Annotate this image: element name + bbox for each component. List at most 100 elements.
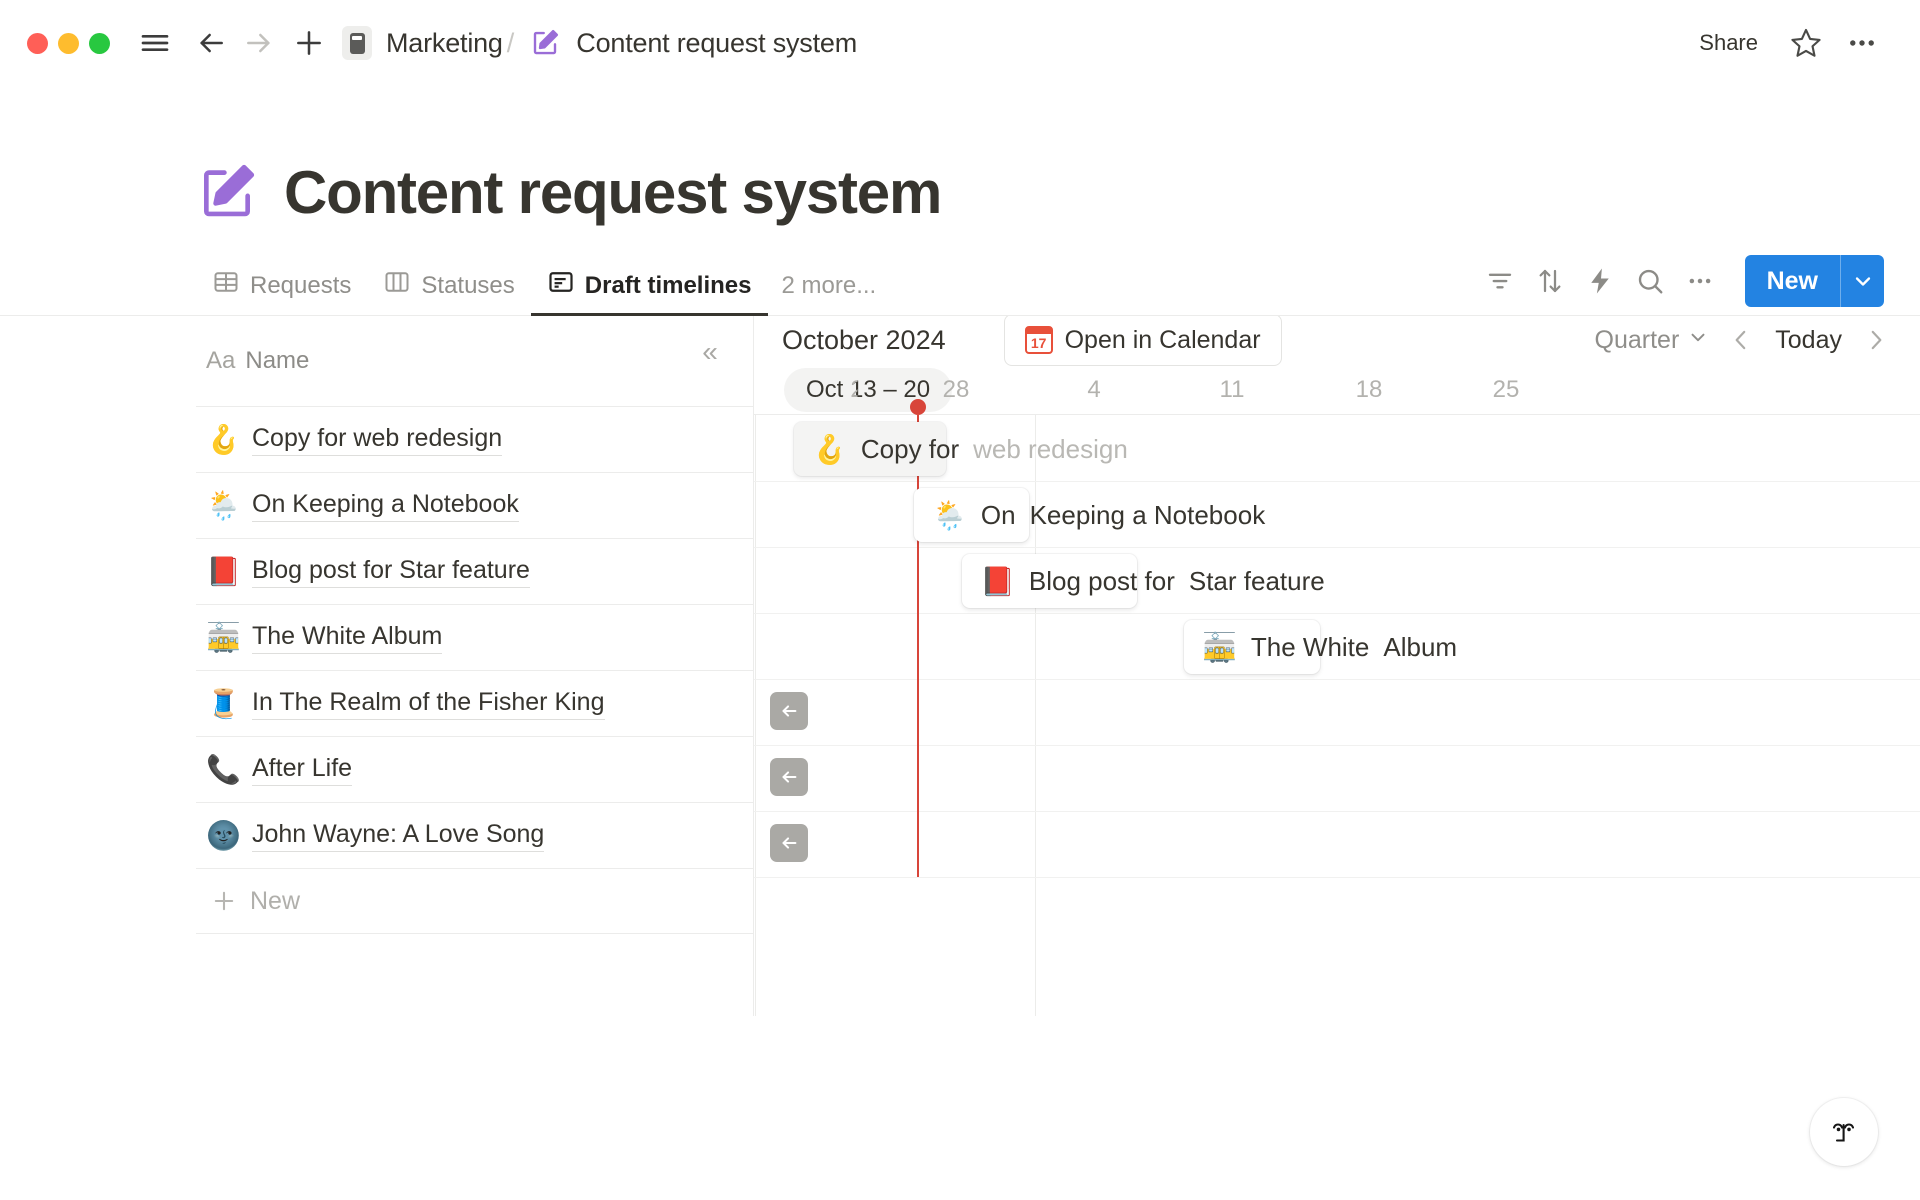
row-divider: [754, 679, 1920, 680]
today-marker-line: [917, 415, 919, 877]
list-item[interactable]: 🌦️ On Keeping a Notebook: [196, 472, 753, 538]
timeline-chart-panel: October 2024 17 Open in Calendar Quarter: [754, 316, 1920, 1016]
tab-requests-label: Requests: [250, 271, 352, 299]
collapse-name-panel-icon[interactable]: «: [702, 336, 718, 367]
timeline-bar[interactable]: 🌦️ On Keeping a Notebook: [914, 488, 1265, 542]
timeline-view: « Aa Name 🪝 Copy for web redesign 🌦️ On …: [0, 316, 1920, 1016]
timeline-zoom-select[interactable]: Quarter: [1585, 320, 1720, 361]
favorite-star-icon[interactable]: [1784, 23, 1828, 63]
minimize-window-button[interactable]: [58, 32, 79, 54]
automation-icon[interactable]: [1577, 258, 1623, 304]
share-button[interactable]: Share: [1699, 30, 1758, 55]
list-item-name[interactable]: In The Realm of the Fisher King: [252, 687, 605, 720]
closed-book-emoji: 📕: [980, 564, 1015, 598]
timeline-zoom-label: Quarter: [1594, 325, 1680, 354]
timeline-bar[interactable]: 📕 Blog post for Star feature: [962, 554, 1325, 608]
chevron-down-icon[interactable]: [1840, 255, 1884, 307]
tab-draft-timelines-label: Draft timelines: [584, 271, 752, 299]
tram-car-emoji: 🚋: [206, 621, 241, 654]
timeline-month-label: October 2024: [782, 324, 946, 355]
current-date-range-pill: Oct 13 – 20: [784, 368, 953, 412]
row-divider: [754, 613, 1920, 614]
list-item[interactable]: 🌚 John Wayne: A Love Song: [196, 802, 753, 868]
timeline-name-panel: Aa Name 🪝 Copy for web redesign 🌦️ On Ke…: [196, 316, 754, 1016]
timeline-nav-controls: Quarter Today: [1585, 320, 1920, 361]
today-button[interactable]: Today: [1775, 325, 1842, 354]
scroll-to-item-button[interactable]: [770, 758, 808, 796]
table-icon: [212, 268, 240, 303]
sidebar-toggle-icon[interactable]: [138, 26, 172, 60]
list-item-name[interactable]: Blog post for Star feature: [252, 555, 530, 588]
today-marker-dot: [910, 399, 926, 415]
view-toolbar: New: [1477, 255, 1884, 315]
tab-draft-timelines[interactable]: Draft timelines: [530, 258, 768, 316]
timeline-bar-label: Blog post for: [1028, 565, 1175, 596]
maximize-window-button[interactable]: [89, 32, 110, 54]
grid-line: [755, 415, 756, 1016]
next-period-icon[interactable]: [1856, 320, 1896, 360]
telephone-receiver-emoji: 📞: [206, 753, 241, 786]
breadcrumb-page[interactable]: Content request system: [576, 27, 858, 58]
hook-emoji: 🪝: [206, 423, 241, 456]
tabs-more-button[interactable]: 2 more...: [781, 272, 877, 299]
list-item-name[interactable]: The White Album: [252, 621, 443, 654]
page-emoji-icon[interactable]: [196, 161, 258, 223]
arrow-left-icon: [782, 705, 797, 717]
new-record-button[interactable]: New: [1766, 266, 1818, 295]
row-divider: [754, 481, 1920, 482]
sun-behind-rain-cloud-emoji: 🌦️: [932, 498, 967, 532]
view-more-options-icon[interactable]: [1677, 258, 1723, 304]
list-item-name[interactable]: Copy for web redesign: [252, 423, 503, 456]
sort-icon[interactable]: [1527, 258, 1573, 304]
notion-ai-button[interactable]: [1810, 1098, 1878, 1166]
list-item-name[interactable]: On Keeping a Notebook: [252, 489, 519, 522]
sun-behind-rain-cloud-emoji: 🌦️: [206, 489, 241, 522]
page-more-options-icon[interactable]: [1840, 23, 1884, 63]
timeline-bar-label: The White: [1250, 631, 1370, 662]
chevron-down-icon: [1687, 326, 1709, 355]
text-property-icon: Aa: [206, 347, 236, 374]
list-item[interactable]: 🧵 In The Realm of the Fisher King: [196, 670, 753, 736]
new-row-button[interactable]: New: [196, 868, 753, 934]
list-item[interactable]: 🪝 Copy for web redesign: [196, 406, 753, 472]
breadcrumb-workspace[interactable]: Marketing: [386, 27, 503, 58]
navigate-forward-icon[interactable]: [242, 26, 276, 60]
timeline-bar[interactable]: 🚋 The White Album: [1184, 620, 1457, 674]
date-tick: 21: [850, 376, 858, 403]
navigate-back-icon[interactable]: [194, 26, 228, 60]
timeline-bar-label-overflow: Album: [1383, 631, 1458, 662]
row-divider: [754, 547, 1920, 548]
list-item[interactable]: 📕 Blog post for Star feature: [196, 538, 753, 604]
name-column-header: Aa Name: [196, 316, 753, 406]
page-header: Content request system: [0, 140, 1920, 244]
scroll-to-item-button[interactable]: [770, 692, 808, 730]
open-in-calendar-button[interactable]: 17 Open in Calendar: [1003, 316, 1282, 366]
scroll-to-item-button[interactable]: [770, 824, 808, 862]
timeline-bar-label: Copy for: [860, 433, 960, 464]
workspace-icon[interactable]: [342, 26, 372, 60]
breadcrumb-page-icon: [528, 26, 562, 60]
new-record-button-group[interactable]: New: [1744, 255, 1884, 307]
previous-period-icon[interactable]: [1721, 320, 1761, 360]
notion-ai-face-icon: [1832, 1123, 1855, 1142]
list-item[interactable]: 🚋 The White Album: [196, 604, 753, 670]
list-item-name[interactable]: After Life: [252, 753, 353, 786]
board-icon: [383, 268, 411, 303]
titlebar-actions: Share: [1685, 22, 1920, 64]
timeline-bar-label-overflow: web redesign: [973, 433, 1128, 464]
page-title[interactable]: Content request system: [284, 158, 942, 226]
page-content: Content request system Requests Statuses: [0, 86, 1920, 1200]
thread-emoji: 🧵: [206, 687, 241, 720]
closed-book-emoji: 📕: [206, 555, 241, 588]
search-icon[interactable]: [1627, 258, 1673, 304]
tab-requests[interactable]: Requests: [196, 258, 367, 316]
timeline-bar[interactable]: 🪝 Copy for web redesign: [794, 422, 1128, 476]
close-window-button[interactable]: [27, 32, 48, 54]
filter-icon[interactable]: [1477, 258, 1523, 304]
list-item-name[interactable]: John Wayne: A Love Song: [252, 819, 545, 852]
list-item[interactable]: 📞 After Life: [196, 736, 753, 802]
date-tick: 28: [942, 376, 970, 403]
book-glyph: [349, 32, 365, 54]
tab-statuses[interactable]: Statuses: [367, 258, 530, 316]
new-page-icon[interactable]: [292, 26, 326, 60]
